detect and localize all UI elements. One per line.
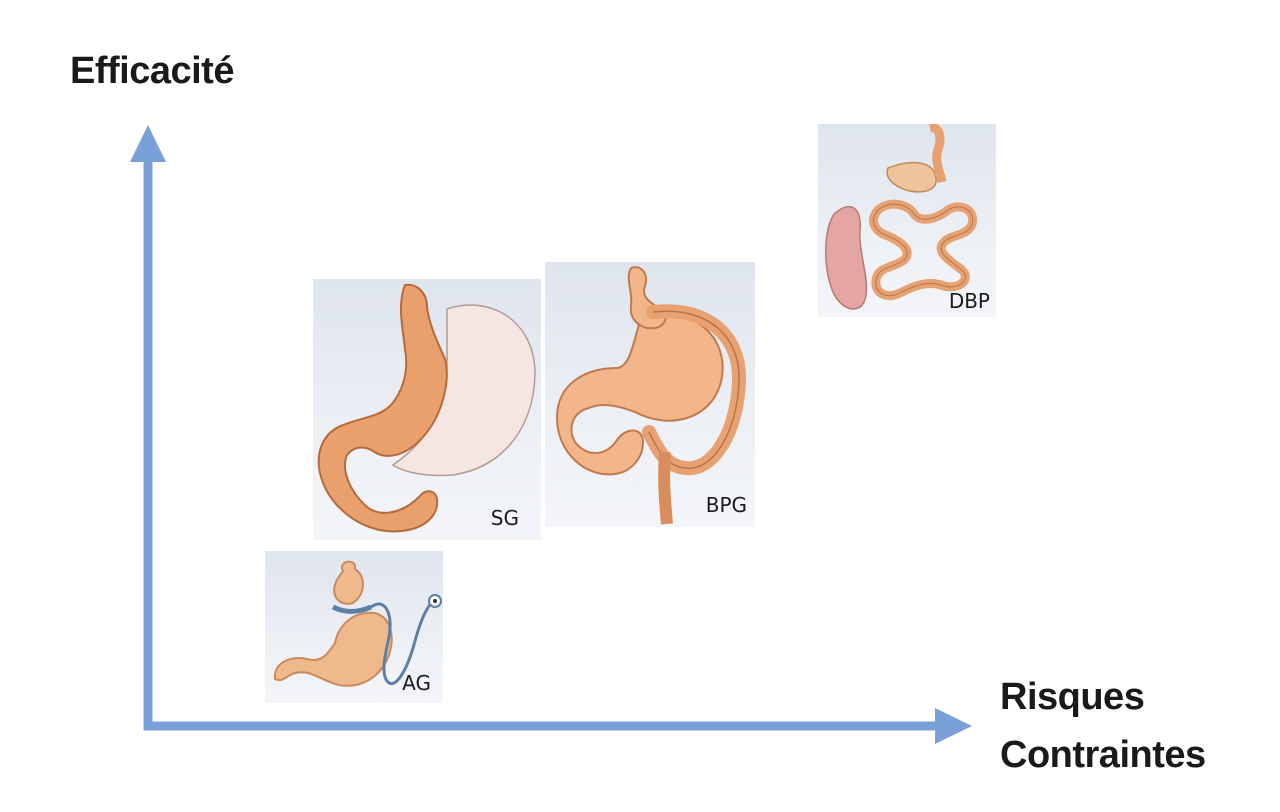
biliopancreatic-diversion-illustration	[825, 124, 978, 310]
y-axis-title: Efficacité	[70, 50, 234, 92]
label-bpg: BPG	[705, 493, 747, 517]
sleeve-gastrectomy-illustration	[317, 283, 536, 533]
procedure-sg-illustration: SG	[313, 279, 541, 540]
label-sg: SG	[490, 506, 519, 530]
label-dbp: DBP	[948, 289, 990, 313]
gastric-band-illustration	[273, 560, 442, 687]
x-axis-title-line2: Contraintes	[1000, 734, 1206, 776]
gastric-bypass-illustration	[555, 266, 747, 525]
x-axis-title-line1: Risques	[1000, 676, 1145, 718]
procedure-bpg-illustration: BPG	[545, 262, 755, 527]
procedure-ag-illustration: AG	[265, 551, 443, 703]
y-axis-arrowhead	[130, 125, 166, 162]
label-ag: AG	[402, 671, 431, 695]
procedure-dbp-illustration: DBP	[818, 124, 996, 317]
x-axis-arrowhead	[935, 708, 972, 744]
